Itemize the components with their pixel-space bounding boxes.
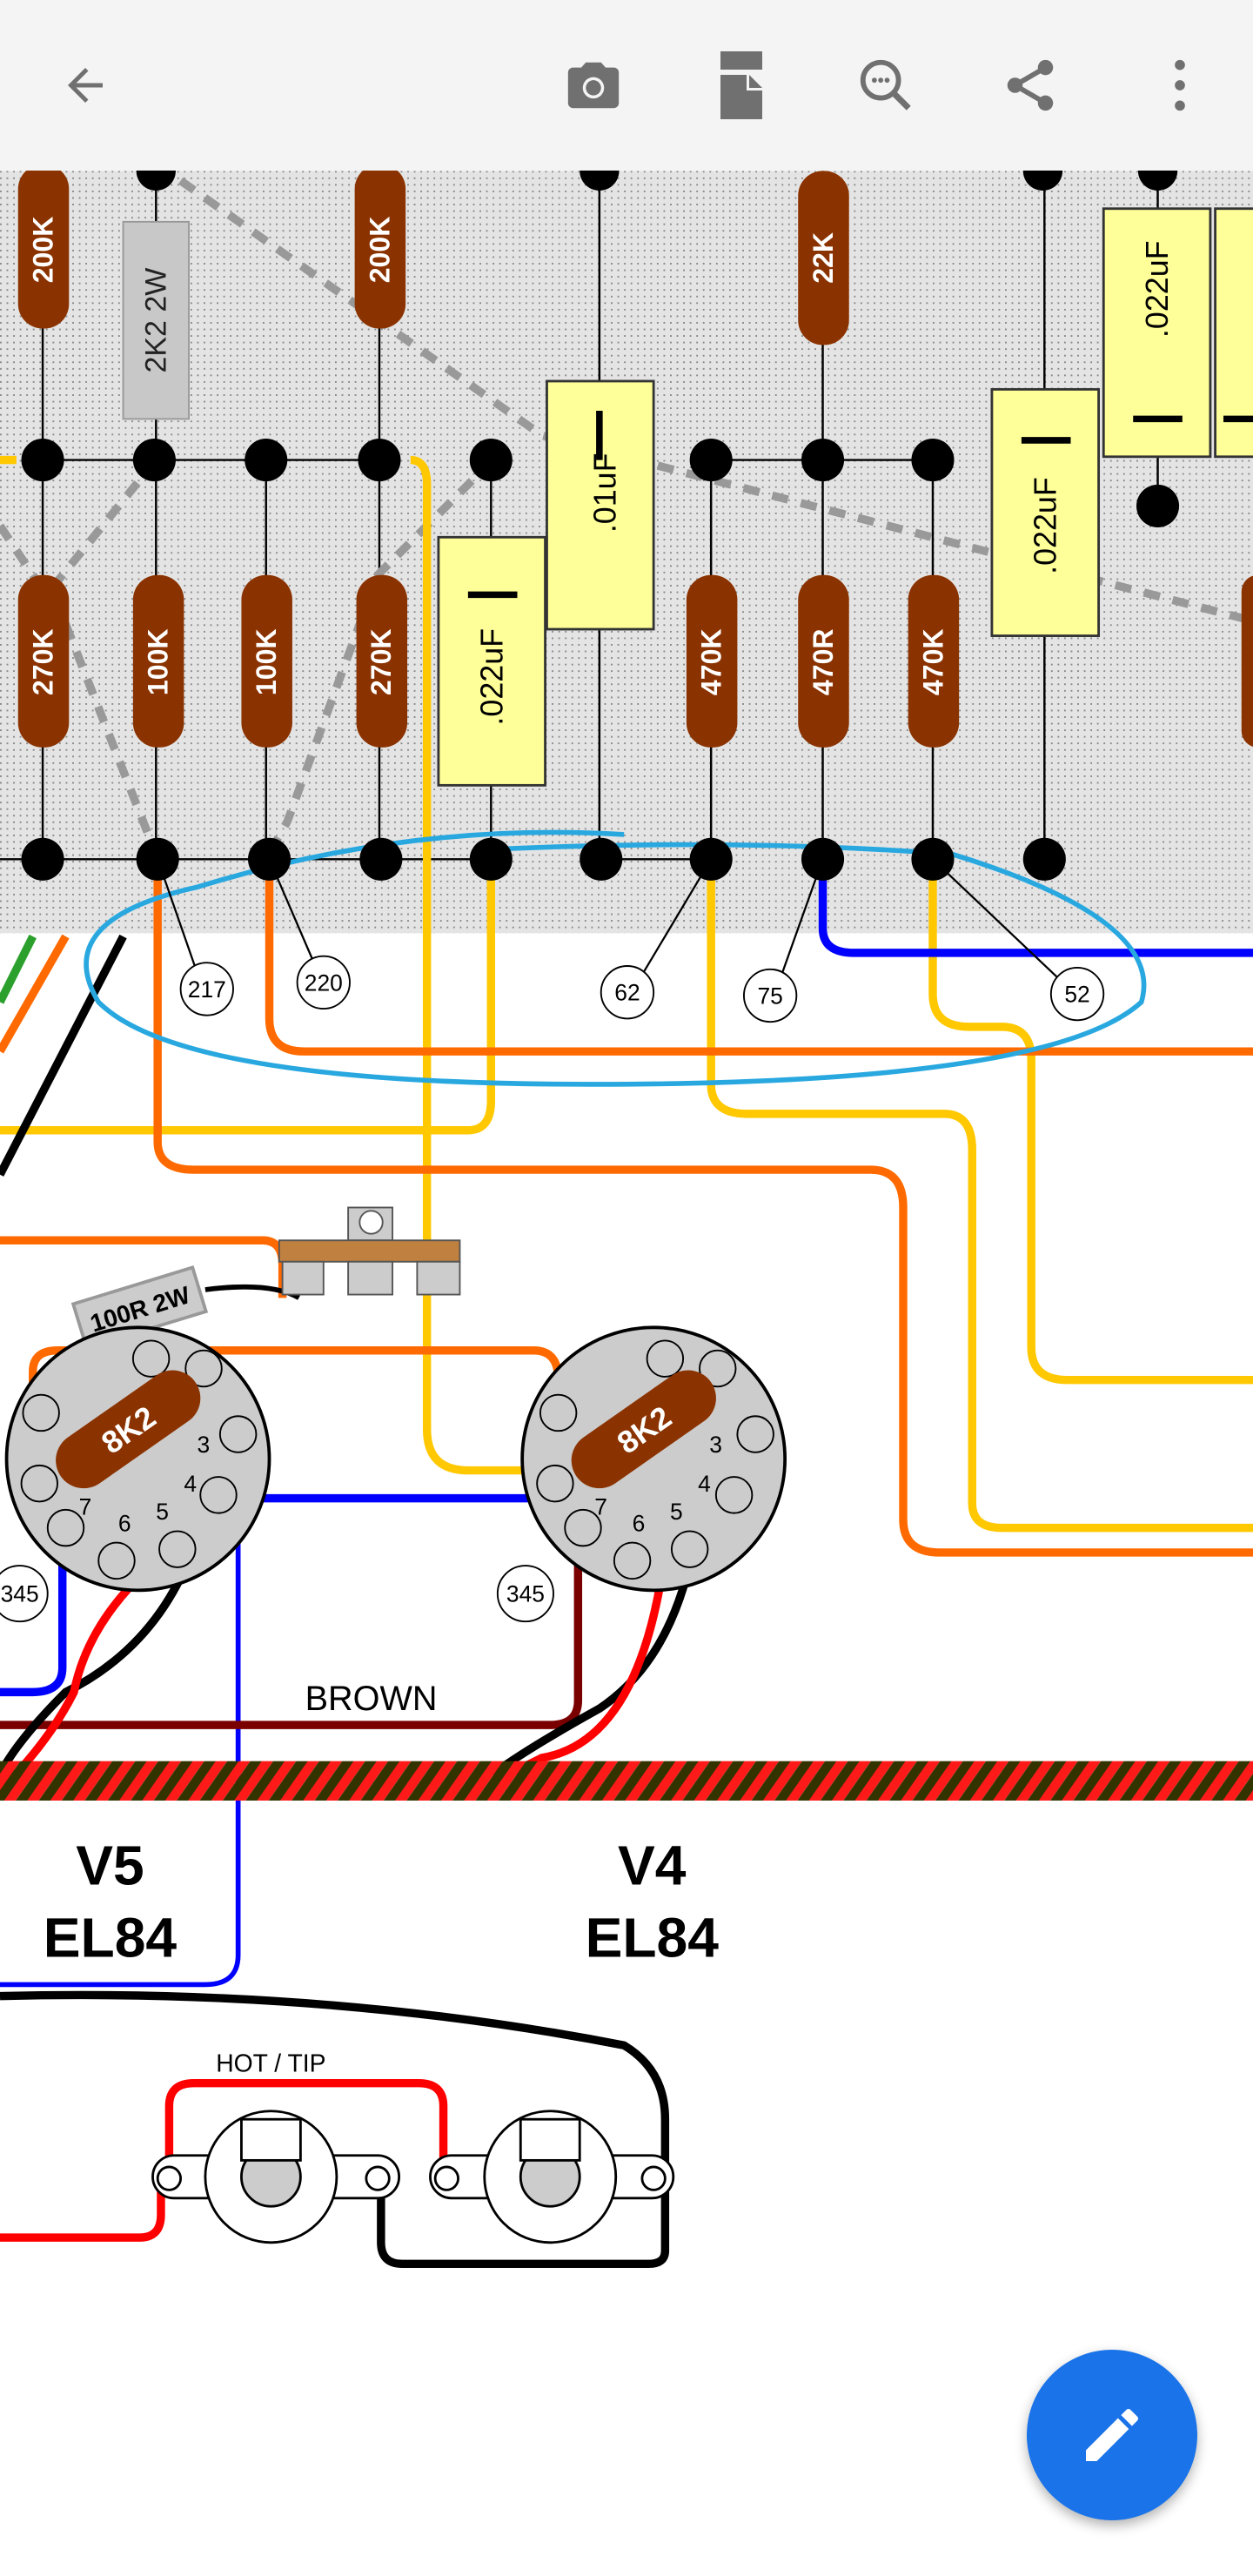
brown-wire-label: BROWN (305, 1680, 438, 1718)
more-vert-icon (1175, 59, 1185, 111)
resistor-label: 470K (917, 628, 948, 695)
tube-name-v4: V4 (618, 1834, 687, 1896)
resistor-labels: 200K 2K2 2W 200K 22K 270K 100K 100K 270K… (27, 217, 948, 696)
pin-number: 3 (709, 1432, 722, 1458)
edit-button[interactable] (1027, 2350, 1197, 2520)
capacitor-labels: .022uF .01uF .022uF .022uF (475, 240, 1175, 725)
resistor-label: 270K (27, 628, 58, 695)
search-button[interactable] (851, 50, 921, 120)
resistor-label: 470K (696, 628, 727, 695)
callout-number: 62 (614, 980, 640, 1006)
pin-number: 7 (594, 1494, 607, 1520)
callout-number: 345 (506, 1581, 545, 1607)
capacitor-label: .01uF (588, 453, 623, 533)
share-icon (1007, 59, 1054, 111)
crop-document-button[interactable] (707, 50, 776, 120)
hot-tip-label: HOT / TIP (216, 2049, 325, 2076)
resistor-label: 100K (251, 628, 282, 695)
tube-type-v5: EL84 (44, 1906, 178, 1969)
callout-leaders (157, 858, 1061, 980)
share-button[interactable] (995, 50, 1065, 120)
resistor-label: 200K (364, 217, 395, 284)
pin-number: 5 (670, 1499, 683, 1525)
resistor-label: 2K2 2W (140, 268, 173, 373)
pin-number: 6 (118, 1510, 131, 1536)
camera-icon (567, 62, 620, 109)
callouts: 217 220 62 75 52 345 345 (0, 955, 1105, 1623)
camera-button[interactable] (559, 50, 628, 120)
wires (0, 455, 1253, 2269)
callout-number: 52 (1064, 982, 1089, 1008)
resistor-label: 270K (365, 628, 397, 695)
document-crop-icon (720, 51, 762, 119)
more-options-button[interactable] (1145, 50, 1215, 120)
twisted-heater-wire (0, 1761, 1253, 1801)
callout-number: 75 (757, 983, 782, 1009)
pin-number: 4 (698, 1471, 711, 1497)
capacitor-label: .022uF (1029, 477, 1063, 574)
tube-name-v5: V5 (76, 1834, 144, 1896)
resistor-label: 200K (27, 217, 58, 284)
search-text-icon (860, 59, 911, 111)
pin-number: 5 (156, 1499, 169, 1525)
resistor-label: 22K (807, 232, 839, 284)
resistor-label: 470R (807, 628, 839, 695)
back-arrow-icon (68, 68, 103, 103)
pin-number: 3 (197, 1432, 210, 1458)
edit-pencil-icon (1086, 2408, 1138, 2461)
jacks (151, 2110, 675, 2244)
app-bar (0, 0, 1253, 171)
pin-number: 7 (79, 1494, 92, 1520)
capacitor-label: .022uF (475, 628, 510, 726)
callout-number: 345 (1, 1581, 39, 1607)
capacitor-stripes (467, 410, 1253, 599)
resistor-label: 100K (143, 628, 174, 695)
callout-number: 217 (188, 976, 226, 1003)
back-button[interactable] (50, 50, 120, 120)
capacitor-label: .022uF (1140, 240, 1175, 338)
pin-number: 6 (633, 1510, 646, 1536)
resistors (17, 164, 1253, 748)
solder-nodes (21, 151, 1180, 881)
tube-type-v4: EL84 (586, 1906, 720, 1969)
callout-number: 220 (305, 969, 343, 996)
terminal-strip (278, 1206, 461, 1296)
pin-number: 4 (184, 1471, 197, 1497)
